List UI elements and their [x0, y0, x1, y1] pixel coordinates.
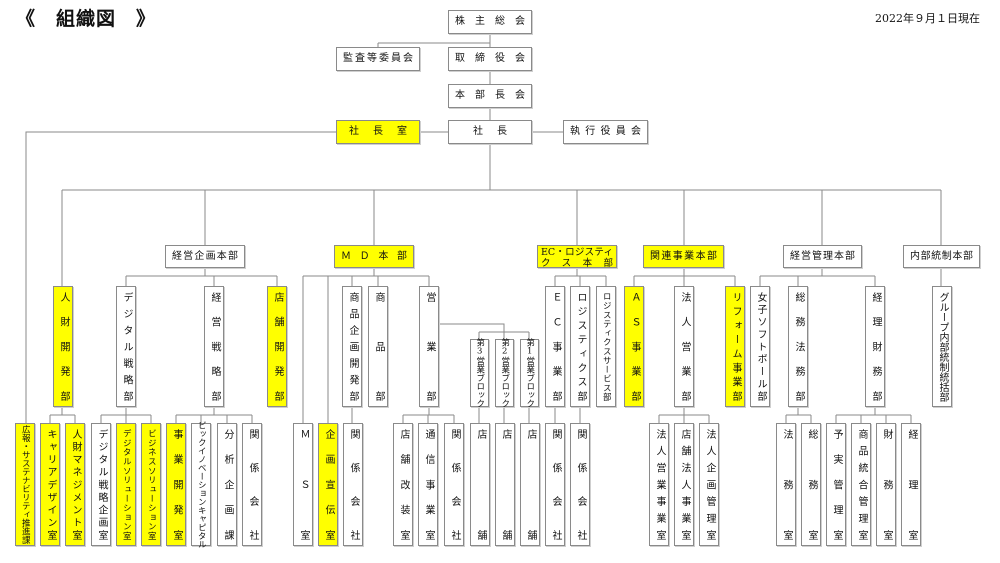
org-unit-kabunushi: 株主総会: [448, 10, 532, 34]
org-unit-tenpo3: 店舗: [470, 423, 490, 563]
org-unit-kansa: 監査等委員会: [336, 47, 420, 71]
org-unit-tenpo-kaiso: 店舗改装室: [393, 423, 413, 555]
org-unit-softball: 女子ソフトボール部: [750, 286, 770, 407]
org-unit-jinzai-mgmt: 人財マネジメント室: [65, 423, 85, 546]
org-unit-hojin-eigyo-jigyo: 法人営業事業室: [649, 423, 669, 547]
org-unit-somu-homu: 総務法務部: [788, 286, 808, 416]
org-unit-torishimari: 取締役会: [448, 47, 532, 71]
org-unit-keiei-senryaku: 経営戦略部: [204, 286, 224, 416]
org-unit-block1: 第1営業ブロック: [520, 338, 539, 408]
org-unit-hojin-eigyo: 法人営業部: [674, 286, 694, 416]
org-unit-ec-hq: EC・ロジスティクス本部: [537, 245, 617, 269]
org-unit-digital-kikaku: デジタル戦略企画室: [91, 423, 111, 546]
org-unit-keiri-zaimu: 経理財務部: [865, 286, 885, 416]
org-unit-keiei-kanri-hq: 経営管理本部: [783, 245, 862, 268]
org-unit-bunseki: 分析企画課: [217, 423, 237, 555]
org-unit-koho: 広報・サステナビリティ推進課: [15, 423, 35, 546]
org-unit-kankei5: 関係会社: [570, 423, 590, 563]
org-unit-kikaku-senden: 企画宣伝室: [318, 423, 338, 555]
org-unit-md-hq: ＭＤ本部: [334, 245, 414, 268]
org-unit-reform: リフォーム事業部: [725, 286, 745, 407]
org-unit-logistics-service: ロジスティクスサービス部: [596, 286, 616, 407]
org-unit-tenpo1: 店舗: [520, 423, 540, 563]
org-unit-block3: 第3営業ブロック: [470, 338, 489, 408]
org-unit-jigyo-kaihatsu: 事業開発室: [166, 423, 186, 555]
org-unit-keiri: 経理室: [901, 423, 921, 563]
org-unit-tenpo-hojin: 店舗法人事業室: [674, 423, 694, 547]
org-unit-ms: ＭＳ室: [293, 423, 313, 563]
org-unit-shikko: 執行役員会: [563, 120, 648, 144]
org-unit-jinzai-kaihatsu: 人財開発部: [53, 286, 73, 416]
org-unit-shohin: 商品部: [368, 286, 388, 441]
org-unit-tsushin: 通信事業室: [418, 423, 438, 555]
org-unit-big-innovation: ビックイノベーションキャピタル: [191, 421, 211, 548]
org-unit-digital-solution: デジタルソリューション室: [116, 423, 136, 546]
org-unit-logistics: ロジスティクス部: [570, 286, 590, 407]
org-unit-career: キャリアデザイン室: [40, 423, 60, 546]
org-unit-homu: 法務室: [776, 423, 796, 563]
org-unit-eigyo: 営業部: [419, 286, 439, 441]
org-unit-kankei1: 関係会社: [242, 423, 262, 563]
org-unit-hojin-kikaku: 法人企画管理室: [699, 423, 719, 547]
org-unit-shohin-togo: 商品統合管理室: [851, 423, 871, 547]
org-unit-kanren-hq: 関連事業本部: [643, 245, 724, 268]
org-unit-group-naibu: グループ内部統制統括部: [932, 286, 952, 407]
org-unit-yojitsu: 予実管理室: [826, 423, 846, 555]
org-unit-ec-jigyo: ＥＣ事業部: [545, 286, 565, 416]
org-unit-somu: 総務室: [801, 423, 821, 563]
as-of-date: 2022年９月１日現在: [875, 12, 980, 25]
org-unit-keiei-kikaku-hq: 経営企画本部: [165, 245, 245, 268]
org-unit-naibu-hq: 内部統制本部: [903, 245, 980, 268]
org-unit-shacho: 社長: [448, 120, 532, 144]
org-unit-as-jigyo: ＡＳ事業部: [624, 286, 644, 416]
org-unit-kankei2: 関係会社: [343, 423, 363, 563]
org-unit-block2: 第2営業ブロック: [495, 338, 514, 408]
org-unit-kankei3: 関係会社: [444, 423, 464, 563]
org-unit-shachoshitsu: 社長室: [336, 120, 420, 144]
org-unit-kankei4: 関係会社: [545, 423, 565, 563]
org-unit-honbucho: 本部長会: [448, 84, 532, 108]
org-unit-tenpo-kaihatsu: 店舗開発部: [267, 286, 287, 416]
org-unit-tenpo2: 店舗: [495, 423, 515, 563]
page-title: 《 組織図 》: [16, 8, 157, 30]
org-unit-business-solution: ビジネスソリューション室: [141, 423, 161, 546]
org-unit-digital-senryaku: デジタル戦略部: [116, 286, 136, 408]
org-unit-zaimu: 財務室: [876, 423, 896, 563]
org-unit-shohin-kikaku: 商品企画開発部: [342, 286, 362, 408]
